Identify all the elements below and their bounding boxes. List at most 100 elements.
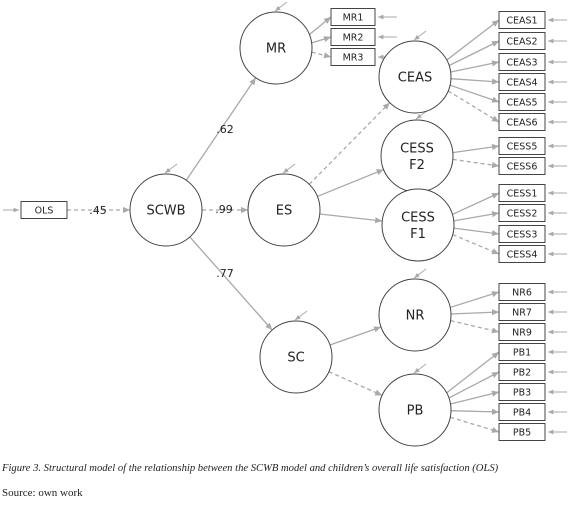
indicator-box-nr7: NR7	[498, 303, 546, 321]
node-label: CESS6	[507, 161, 538, 172]
path-mr-to-mr2	[311, 36, 332, 44]
node-label: PB4	[513, 407, 531, 418]
coefficient-scwb-es: .99	[215, 203, 233, 216]
path-scwb-to-sc	[189, 236, 273, 331]
node-label: CESS	[401, 211, 435, 226]
path-ceas-to-ceas6	[447, 90, 500, 123]
node-label: NR7	[512, 307, 532, 318]
node-label: PB5	[513, 427, 531, 438]
indicator-box-ceas3: CEAS3	[498, 53, 546, 71]
path-scwb-to-mr	[185, 77, 257, 181]
path-ceas-to-ceas5	[449, 84, 500, 103]
error-term-sc	[294, 310, 308, 321]
path-es-to-ceas	[308, 102, 391, 185]
indicator-box-pb2: PB2	[498, 363, 546, 381]
path-mr-to-mr1	[308, 16, 332, 36]
indicator-box-nr9: NR9	[498, 323, 546, 341]
error-term-es	[282, 163, 296, 174]
path-mr-to-mr3	[311, 51, 332, 59]
node-label: NR6	[512, 287, 532, 298]
error-term-scwb	[164, 163, 178, 174]
path-cessf1-to-cess3	[453, 227, 500, 237]
indicator-box-mr2: MR2	[330, 28, 376, 46]
indicator-box-ceas2: CEAS2	[498, 32, 546, 50]
path-cessf2-to-cess6	[452, 158, 500, 169]
node-label: CEAS2	[506, 36, 537, 47]
node-label: MR	[266, 42, 286, 57]
node-label: CESS4	[507, 249, 538, 260]
path-cessf1-to-cess1	[452, 192, 500, 216]
node-label: PB2	[513, 367, 531, 378]
latent-node-pb: PB	[378, 373, 452, 447]
latent-node-es: ES	[247, 173, 321, 247]
path-pb-to-pb4	[450, 408, 500, 415]
path-pb-to-pb3	[450, 390, 500, 405]
indicator-box-ceas1: CEAS1	[498, 11, 546, 29]
path-nr-to-nr7	[450, 309, 500, 316]
node-label: CEAS6	[506, 117, 537, 128]
indicator-box-cess3: CESS3	[498, 225, 546, 243]
indicator-box-cess2: CESS2	[498, 204, 546, 222]
node-label: MR1	[343, 12, 364, 23]
error-term-pb	[413, 363, 427, 374]
latent-node-mr: MR	[239, 11, 313, 85]
path-sc-to-pb	[328, 371, 383, 396]
node-label: SC	[287, 351, 304, 366]
path-es-to-cessf2	[317, 168, 384, 198]
node-label: CESS1	[507, 188, 538, 199]
node-label: CEAS4	[506, 77, 537, 88]
node-label: CEAS3	[506, 57, 537, 68]
indicator-box-pb3: PB3	[498, 383, 546, 401]
indicator-box-ols: OLS	[20, 201, 68, 219]
indicator-box-nr6: NR6	[498, 283, 546, 301]
node-label: OLS	[35, 205, 54, 216]
node-label: CEAS	[398, 71, 432, 86]
path-pb-to-pb1	[446, 351, 500, 394]
indicator-box-ceas4: CEAS4	[498, 73, 546, 91]
node-label: F1	[410, 227, 426, 242]
node-label: F2	[409, 158, 425, 173]
path-cessf2-to-cess5	[452, 143, 500, 154]
error-term-mr	[274, 1, 288, 12]
node-label: CESS2	[507, 208, 538, 219]
node-label: PB3	[513, 387, 531, 398]
indicator-box-pb1: PB1	[498, 343, 546, 361]
indicator-box-ceas5: CEAS5	[498, 93, 546, 111]
node-label: CESS5	[507, 141, 538, 152]
node-label: CESS	[400, 142, 434, 157]
edges-layer	[67, 16, 500, 433]
indicator-box-mr3: MR3	[330, 48, 376, 66]
indicator-box-cess6: CESS6	[498, 157, 546, 175]
indicator-box-cess1: CESS1	[498, 184, 546, 202]
path-sc-to-nr	[329, 326, 382, 346]
indicator-box-cess4: CESS4	[498, 245, 546, 263]
node-label: MR3	[343, 52, 364, 63]
node-label: PB	[407, 404, 424, 419]
indicator-box-pb4: PB4	[498, 403, 546, 421]
coefficient-scwb-mr: .62	[216, 123, 234, 136]
node-label: SCWB	[146, 204, 185, 219]
latent-node-ceas: CEAS	[378, 40, 452, 114]
path-pb-to-pb5	[450, 416, 500, 433]
path-nr-to-nr6	[450, 291, 500, 309]
node-label: NR	[406, 309, 425, 324]
path-ceas-to-ceas1	[446, 19, 500, 61]
node-label: NR9	[512, 327, 532, 338]
error-terms-layer	[3, 1, 567, 435]
node-label: MR2	[343, 32, 364, 43]
figure-caption: Figure 3. Structural model of the relati…	[2, 463, 499, 474]
coefficient-scwb-sc: .77	[216, 267, 234, 280]
path-nr-to-nr9	[450, 320, 500, 334]
path-pb-to-pb2	[448, 371, 500, 399]
node-label: CEAS5	[506, 97, 537, 108]
node-label: CESS3	[507, 229, 538, 240]
path-es-to-cessf1	[319, 213, 383, 224]
indicator-box-cess5: CESS5	[498, 137, 546, 155]
indicator-box-ceas6: CEAS6	[498, 113, 546, 131]
latent-node-nr: NR	[378, 278, 452, 352]
path-cessf1-to-cess4	[452, 234, 500, 255]
